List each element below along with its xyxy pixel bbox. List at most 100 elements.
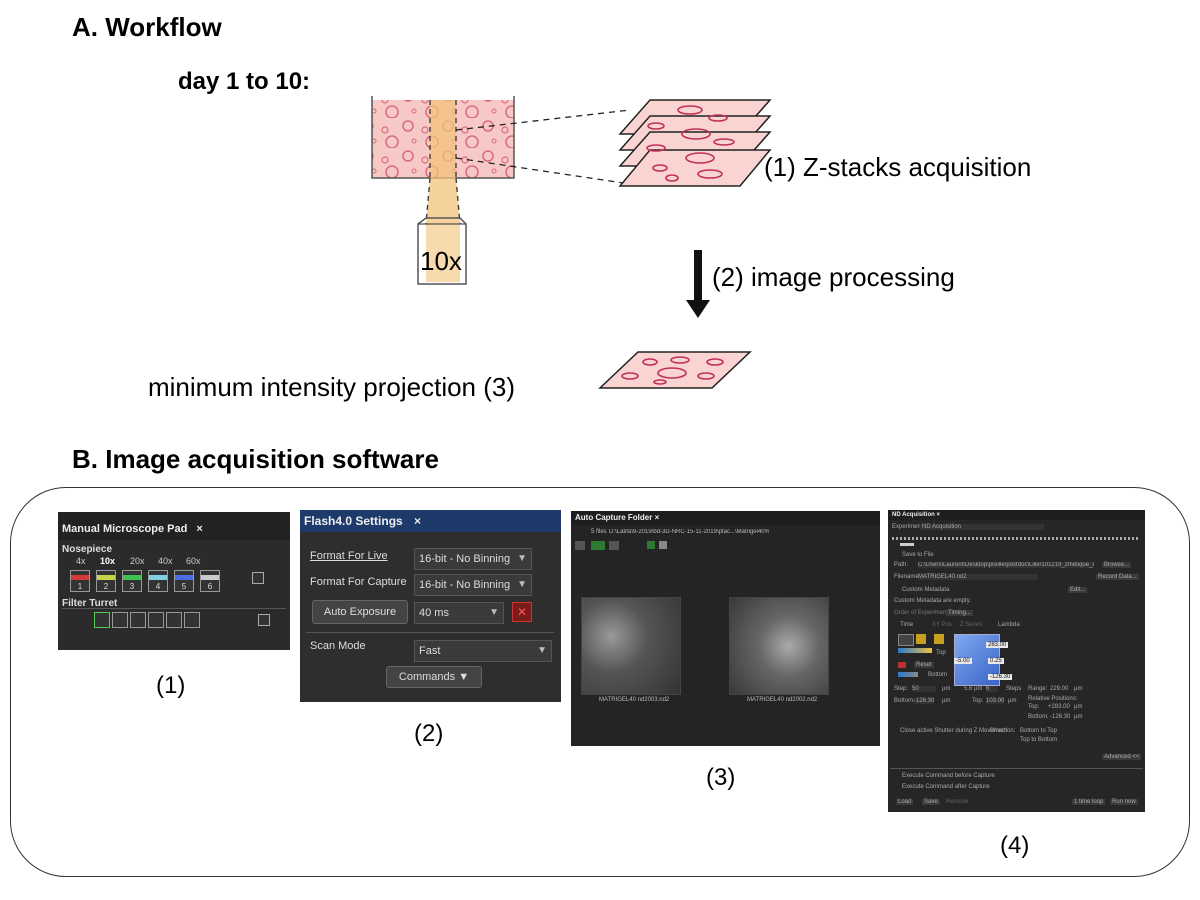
- tab-xy[interactable]: XY Pos: [932, 622, 952, 628]
- close-icon[interactable]: ×: [654, 513, 660, 522]
- filename-input[interactable]: MATRIGEL40.nd2: [918, 574, 1038, 580]
- z-home-value[interactable]: -5.00: [954, 658, 972, 664]
- nd-acquisition-panel: ND Acquisition × Experiment: ND Acquisit…: [888, 510, 1145, 812]
- close-shutter-checkbox[interactable]: Close active Shutter during Z Movement: [900, 728, 1008, 734]
- filter-position[interactable]: [166, 612, 182, 628]
- save-to-file-checkbox[interactable]: Save to File: [902, 552, 934, 558]
- workflow-diagram: [371, 96, 772, 389]
- bottom-field-label: Bottom:: [894, 698, 915, 704]
- z-top-value[interactable]: 283.00: [986, 642, 1009, 648]
- top-field-input[interactable]: 103.00: [986, 698, 1005, 704]
- top-to-bottom-radio[interactable]: Top to Bottom: [1020, 737, 1058, 743]
- timing-button[interactable]: Timing...: [946, 610, 973, 616]
- format-live-value: 16-bit - No Binning: [419, 553, 511, 565]
- commands-button[interactable]: Commands ▼: [386, 666, 482, 688]
- filter-position[interactable]: [112, 612, 128, 628]
- exec-before-checkbox[interactable]: Execute Command before Capture: [902, 773, 995, 779]
- thumbnail-2[interactable]: [729, 597, 829, 695]
- range-label: Range:: [1028, 686, 1048, 692]
- format-capture-select[interactable]: 16-bit - No Binning▼: [414, 574, 532, 596]
- step2-label: (2) image processing: [712, 262, 955, 292]
- advanced-button[interactable]: Advanced <<: [1102, 754, 1142, 760]
- run-now-button[interactable]: Run now: [1110, 799, 1138, 805]
- tab-lambda[interactable]: Lambda: [998, 622, 1020, 628]
- load-button[interactable]: Load: [896, 799, 914, 805]
- caption-3: (3): [706, 764, 736, 791]
- tab-time[interactable]: Time: [900, 622, 914, 628]
- z-mode-icon[interactable]: [898, 634, 914, 646]
- caption-4: (4): [1000, 832, 1030, 859]
- close-icon[interactable]: ×: [936, 512, 940, 518]
- auto-exposure-button[interactable]: Auto Exposure: [312, 600, 408, 624]
- close-icon[interactable]: ×: [414, 514, 422, 528]
- exec-after-checkbox[interactable]: Execute Command after Capture: [902, 784, 990, 790]
- bottom-field-input[interactable]: -126.30: [914, 698, 935, 704]
- record-data-button[interactable]: Record Data...: [1096, 574, 1139, 580]
- time-loop-button[interactable]: 1 time loop: [1072, 799, 1106, 805]
- view-toolbar: [575, 541, 695, 551]
- nosepiece-position-6[interactable]: 6: [200, 570, 220, 592]
- objective-lens: [417, 217, 467, 285]
- tab-z[interactable]: Z Series: [960, 622, 983, 628]
- edit-button[interactable]: Edit...: [1068, 587, 1088, 593]
- panel-title-text: Manual Microscope Pad: [62, 523, 188, 535]
- save-button[interactable]: Save: [922, 799, 940, 805]
- popup-icon[interactable]: [252, 572, 264, 584]
- folder-path: D:\Latifa\9-2019\bd-3D-NRC-15-11-2019\pt…: [609, 529, 769, 535]
- popup-icon[interactable]: [258, 614, 270, 626]
- z-mode-icon[interactable]: [934, 634, 944, 644]
- exposure-select[interactable]: 40 ms▼: [414, 602, 504, 624]
- remove-button[interactable]: Remove: [946, 799, 969, 805]
- unit-label: µm: [942, 686, 951, 692]
- format-live-select[interactable]: 16-bit - No Binning ▼: [414, 548, 532, 570]
- scan-mode-select[interactable]: Fast▼: [414, 640, 552, 662]
- nosepiece-position-3[interactable]: 3: [122, 570, 142, 592]
- filter-position[interactable]: [184, 612, 200, 628]
- day-label: day 1 to 10:: [178, 68, 311, 95]
- z-mid-value[interactable]: 0.25: [988, 658, 1004, 664]
- reset-icon[interactable]: ✕: [512, 602, 532, 622]
- browse-button[interactable]: Browse...: [1102, 562, 1132, 568]
- filter-position[interactable]: [148, 612, 164, 628]
- close-icon[interactable]: ×: [196, 523, 203, 535]
- filter-position[interactable]: [130, 612, 146, 628]
- z-mode-icon[interactable]: [916, 634, 926, 644]
- bottom-to-top-radio[interactable]: Bottom to Top: [1020, 728, 1057, 734]
- position-color-bar: [71, 575, 89, 580]
- chevron-down-icon: ▼: [517, 579, 527, 590]
- panel-title: Auto Capture Folder ×: [571, 511, 880, 525]
- unit-label: µm: [1008, 698, 1017, 704]
- chevron-down-icon: ▼: [517, 553, 527, 564]
- commands-label: Commands: [398, 671, 456, 683]
- position-number: 5: [181, 582, 187, 591]
- steps-input[interactable]: 6: [986, 686, 998, 692]
- light-beam: [425, 100, 461, 282]
- panel-title-text: Auto Capture Folder: [575, 513, 653, 522]
- position-color-bar: [123, 575, 141, 580]
- position-number: 4: [155, 582, 161, 591]
- down-arrow: [686, 250, 710, 318]
- custom-metadata-checkbox[interactable]: Custom Metadata: [902, 587, 950, 593]
- thumbnail-2-label: MATRIGEL40 nd2002.nd2: [747, 697, 818, 703]
- nosepiece-position-4[interactable]: 4: [148, 570, 168, 592]
- filter-position[interactable]: [94, 612, 110, 628]
- step-input[interactable]: 50: [912, 686, 936, 692]
- thumbnail-1[interactable]: [581, 597, 681, 695]
- exposure-value: 40 ms: [419, 607, 449, 619]
- position-color-bar: [97, 575, 115, 580]
- caption-1: (1): [156, 672, 186, 699]
- path-input[interactable]: C:\Users\Laurent\Desktop\preille\postdoc…: [918, 562, 1094, 568]
- nosepiece-position-5[interactable]: 5: [174, 570, 194, 592]
- filename-label: Filename:: [894, 574, 921, 580]
- step-label: Step:: [894, 686, 909, 692]
- z-bottom-value[interactable]: -126.30: [988, 674, 1013, 680]
- experiment-input[interactable]: ND Acquisition: [920, 524, 1044, 530]
- nosepiece-position-2[interactable]: 2: [96, 570, 116, 592]
- obj-10x: 10x: [100, 556, 116, 566]
- position-color-bar: [149, 575, 167, 580]
- relative-positions-label: Relative Positions:: [1028, 696, 1078, 702]
- nosepiece-position-1[interactable]: 1: [70, 570, 90, 592]
- reset-button[interactable]: Reset: [914, 662, 934, 668]
- obj-60x: 60x: [186, 556, 201, 566]
- format-live-label[interactable]: Format For Live: [310, 550, 388, 562]
